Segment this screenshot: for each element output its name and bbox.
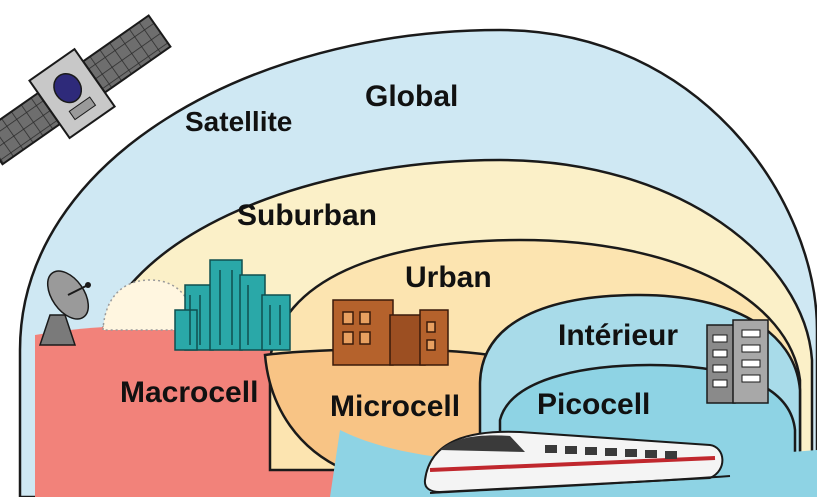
satellite-icon <box>0 14 172 166</box>
dish-antenna-icon <box>38 270 91 346</box>
label-global: Global <box>365 80 458 113</box>
label-suburban: Suburban <box>237 199 377 232</box>
label-urban: Urban <box>405 261 492 294</box>
train-icon <box>423 430 731 494</box>
label-macrocell: Macrocell <box>120 376 258 409</box>
office-building-icon <box>706 319 769 404</box>
radome-icon <box>102 279 196 331</box>
label-picocell: Picocell <box>537 388 650 421</box>
brick-buildings-icon <box>332 299 449 366</box>
city-buildings-icon <box>174 259 291 351</box>
label-microcell: Microcell <box>330 390 460 423</box>
label-interieur: Intérieur <box>558 319 678 352</box>
label-satellite: Satellite <box>185 106 292 137</box>
